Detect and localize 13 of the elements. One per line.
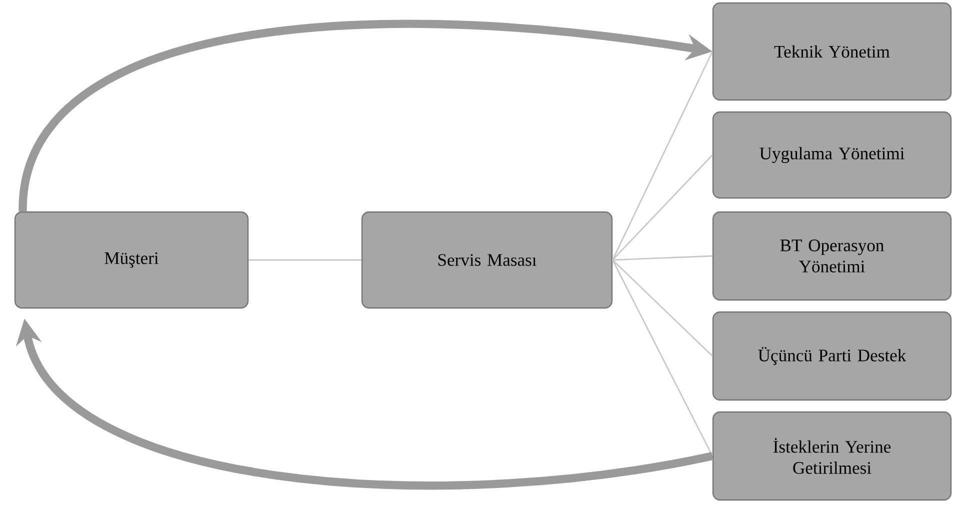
connector-line	[612, 154, 713, 260]
connector-line	[612, 255, 712, 261]
connector-line	[248, 259, 362, 261]
connector-line	[612, 259, 713, 356]
process-box: Üçüncü Parti Destek	[712, 311, 952, 401]
process-box: İsteklerin Yerine Getirilmesi	[712, 411, 952, 501]
process-box: Teknik Yönetim	[712, 2, 952, 101]
process-box: BT Operasyon Yönetimi	[712, 211, 952, 301]
connector-line	[612, 260, 714, 456]
process-box: Müşteri	[14, 211, 249, 309]
process-box: Servis Masası	[361, 211, 613, 309]
process-box: Uygulama Yönetimi	[712, 111, 952, 199]
connector-line	[612, 51, 714, 260]
